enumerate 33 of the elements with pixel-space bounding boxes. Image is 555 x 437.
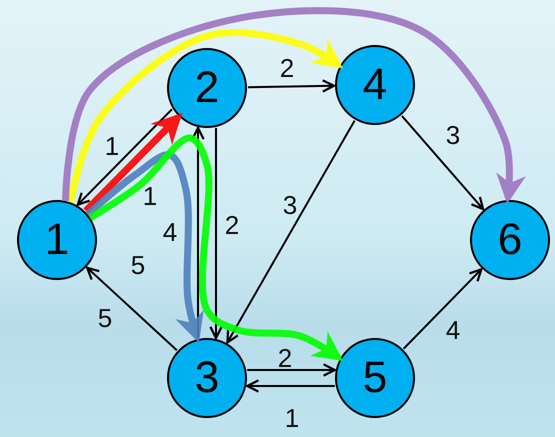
edge-label: 5 bbox=[130, 252, 146, 278]
edge-label: 3 bbox=[446, 122, 460, 148]
path-arrow bbox=[83, 112, 182, 214]
edge-label: 2 bbox=[224, 212, 240, 238]
path-arrow bbox=[85, 151, 204, 343]
node-label: 4 bbox=[362, 63, 388, 107]
path-arrow bbox=[88, 134, 344, 361]
edge-label: 1 bbox=[104, 133, 120, 159]
arrow bbox=[401, 115, 484, 210]
edge-label: 4 bbox=[162, 219, 178, 245]
path-arrow bbox=[62, 7, 526, 204]
edge-label: 4 bbox=[446, 317, 460, 343]
arrow bbox=[248, 79, 336, 93]
path-arrow bbox=[66, 29, 344, 203]
node-label: 1 bbox=[44, 218, 70, 262]
edge-label: 2 bbox=[280, 55, 294, 81]
node-label: 6 bbox=[496, 218, 524, 262]
node-label: 3 bbox=[194, 356, 220, 400]
node-label: 2 bbox=[194, 66, 220, 110]
edge-label: 3 bbox=[282, 192, 298, 218]
arrow bbox=[247, 363, 336, 377]
edge-label: 2 bbox=[278, 345, 292, 371]
edge-label: 1 bbox=[284, 405, 300, 431]
arrow bbox=[209, 128, 223, 340]
arrow bbox=[246, 379, 335, 393]
edge-label: 1 bbox=[142, 183, 158, 209]
arrow bbox=[86, 266, 178, 351]
arrow bbox=[226, 120, 356, 344]
arrow bbox=[76, 108, 173, 206]
edge-label: 5 bbox=[98, 305, 112, 331]
arrow bbox=[402, 268, 482, 350]
graph-node bbox=[470, 200, 550, 280]
node-label: 5 bbox=[362, 356, 388, 400]
